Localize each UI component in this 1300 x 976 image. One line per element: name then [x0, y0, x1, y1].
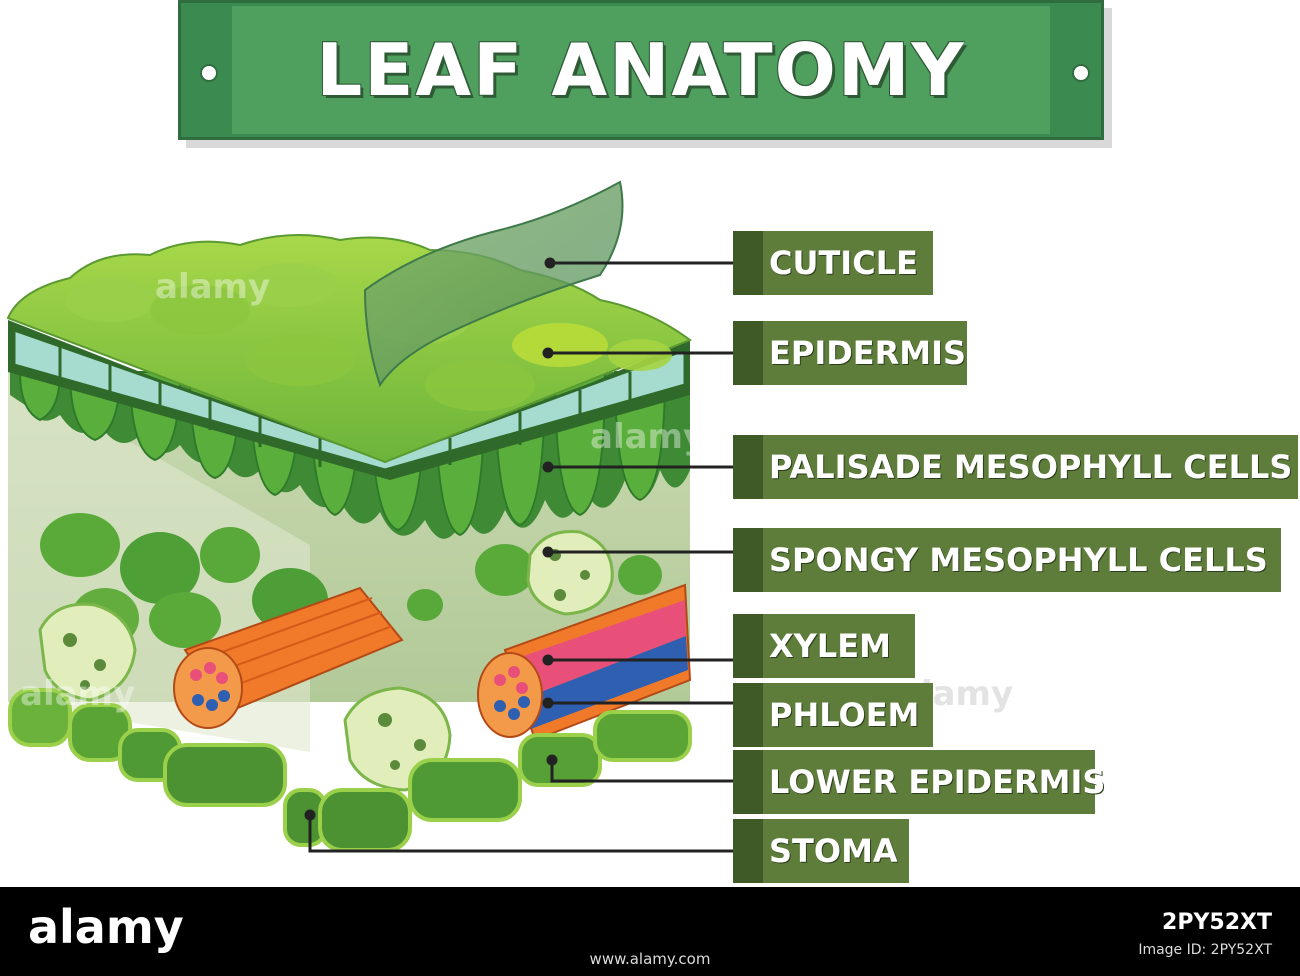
watermark-brand-2: alamy [590, 417, 705, 457]
label-text-palisade: PALISADE MESOPHYLL CELLS [769, 448, 1293, 486]
label-strip [733, 435, 763, 499]
lower-epidermis-cells [8, 688, 692, 852]
cuticle-layer [363, 180, 624, 388]
label-text-spongy: SPONGY MESOPHYLL CELLS [769, 541, 1268, 579]
watermark-brand-1: alamy [155, 267, 270, 307]
label-text-lower-epidermis: LOWER EPIDERMIS [769, 763, 1106, 801]
label-strip [733, 614, 763, 678]
footer-code: 2PY52XT [1162, 910, 1272, 935]
label-text-stoma: STOMA [769, 832, 898, 870]
label-strip [733, 750, 763, 814]
label-spongy: SPONGY MESOPHYLL CELLS [733, 528, 1281, 592]
watermark-brand-3: alamy [20, 674, 135, 714]
page-title: LEAF ANATOMY [316, 28, 966, 112]
banner-screw-left [200, 64, 218, 82]
footer-url[interactable]: www.alamy.com [589, 950, 711, 968]
label-strip [733, 528, 763, 592]
label-strip [733, 819, 763, 883]
label-stoma: STOMA [733, 819, 909, 883]
leader-line-stoma [308, 815, 735, 853]
upper-epidermis [8, 320, 690, 480]
label-text-xylem: XYLEM [769, 627, 891, 665]
label-cuticle: CUTICLE [733, 231, 933, 295]
label-text-phloem: PHLOEM [769, 696, 920, 734]
label-lower-epidermis: LOWER EPIDERMIS [733, 750, 1105, 814]
label-strip [733, 321, 763, 385]
vascular-bundle-left [173, 586, 404, 729]
label-text-epidermis: EPIDERMIS [769, 334, 967, 372]
footer-brand: alamy [28, 900, 184, 954]
label-epidermis: EPIDERMIS [733, 321, 967, 385]
banner-screw-right [1072, 64, 1090, 82]
label-text-cuticle: CUTICLE [769, 244, 918, 282]
label-strip [733, 683, 763, 747]
leader-line-lower-epidermis [550, 760, 735, 783]
label-phloem: PHLOEM [733, 683, 933, 747]
footer-image-id: Image ID: 2PY52XT [1138, 942, 1272, 958]
leader-lines [304, 257, 735, 853]
label-strip [733, 231, 763, 295]
label-xylem: XYLEM [733, 614, 915, 678]
label-palisade: PALISADE MESOPHYLL CELLS [733, 435, 1298, 499]
title-banner-panel [232, 6, 1050, 134]
watermark-footer [0, 887, 1300, 976]
